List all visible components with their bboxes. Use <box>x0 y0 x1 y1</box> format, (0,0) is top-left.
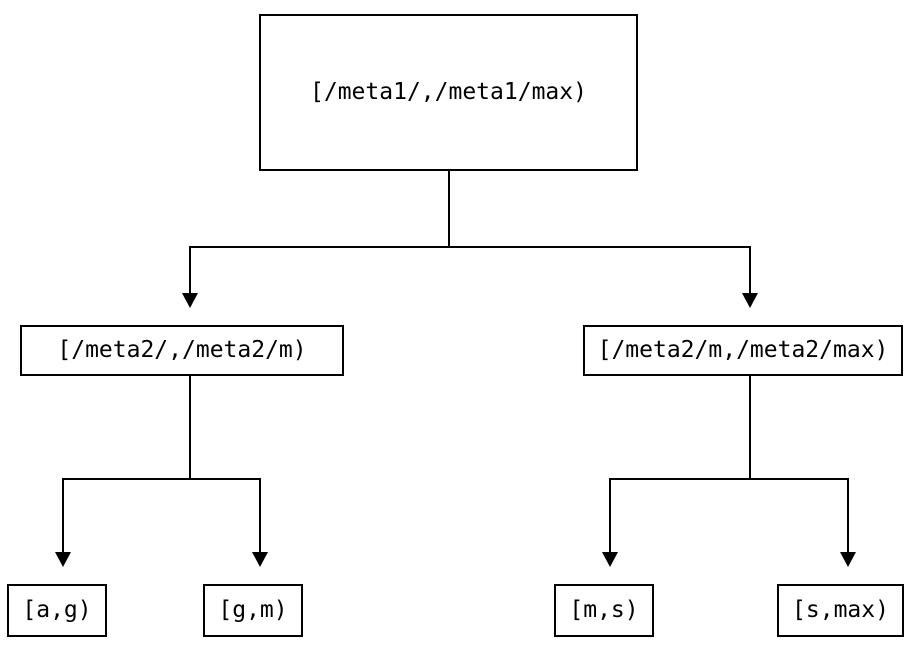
connector-left-crossbar <box>62 478 261 480</box>
tree-node-root: [/meta1/,/meta1/max) <box>259 14 638 171</box>
arrow-down-icon <box>55 552 71 567</box>
connector-left-to-leaf-ag <box>62 478 64 552</box>
arrow-down-icon <box>182 293 198 308</box>
connector-right-crossbar <box>609 478 849 480</box>
connector-left-to-leaf-gm <box>259 478 261 552</box>
connector-right-to-leaf-smax <box>847 478 849 552</box>
connector-root-to-right <box>749 246 751 294</box>
tree-node-root-label: [/meta1/,/meta1/max) <box>310 79 587 105</box>
tree-node-leaf-ms-label: [m,s) <box>569 597 639 623</box>
arrow-down-icon <box>602 552 618 567</box>
tree-node-right-label: [/meta2/m,/meta2/max) <box>597 337 889 363</box>
tree-node-left-label: [/meta2/,/meta2/m) <box>57 337 307 363</box>
arrow-down-icon <box>840 552 856 567</box>
tree-node-leaf-gm-label: [g,m) <box>218 597 288 623</box>
tree-node-leaf-gm: [g,m) <box>203 584 303 637</box>
arrow-down-icon <box>252 552 268 567</box>
arrow-down-icon <box>742 293 758 308</box>
tree-node-right: [/meta2/m,/meta2/max) <box>583 325 903 376</box>
connector-right-stem <box>749 376 751 480</box>
connector-root-stem <box>448 171 450 248</box>
tree-node-leaf-ms: [m,s) <box>554 584 654 637</box>
tree-node-leaf-ag: [a,g) <box>7 584 107 637</box>
connector-left-stem <box>189 376 191 480</box>
connector-root-crossbar <box>189 246 751 248</box>
tree-node-leaf-ag-label: [a,g) <box>22 597 92 623</box>
connector-root-to-left <box>189 246 191 294</box>
connector-right-to-leaf-ms <box>609 478 611 552</box>
tree-node-left: [/meta2/,/meta2/m) <box>20 325 344 376</box>
tree-node-leaf-smax: [s,max) <box>777 584 904 637</box>
tree-node-leaf-smax-label: [s,max) <box>792 597 889 623</box>
